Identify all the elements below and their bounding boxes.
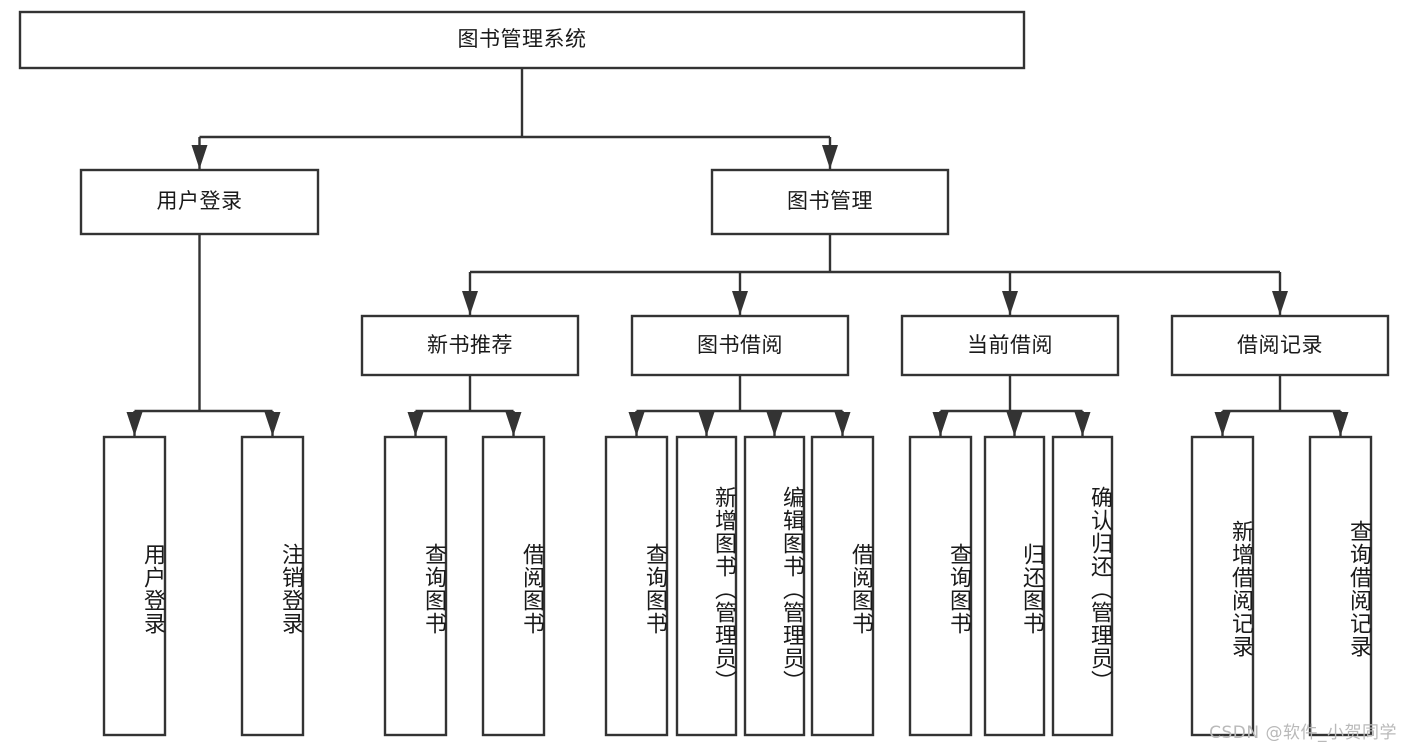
- arrow-head-icon: [1272, 291, 1288, 315]
- arrow-head-icon: [822, 145, 838, 169]
- node-box-leaf-query-record: [1308, 435, 1373, 737]
- arrow-head-icon: [1074, 412, 1091, 436]
- arrow-head-icon: [932, 412, 949, 436]
- node-box-leaf-return-book: [983, 435, 1046, 737]
- arrow-head-icon: [628, 412, 645, 436]
- node-box-leaf-confirm-return: [1051, 435, 1114, 737]
- node-box-leaf-borrow-book-1: [481, 435, 546, 737]
- node-box-user-login: [79, 168, 320, 236]
- node-box-root: [18, 10, 1026, 70]
- node-box-borrow-record: [1170, 314, 1390, 377]
- node-box-leaf-add-book: [675, 435, 738, 737]
- arrow-head-icon: [264, 412, 281, 436]
- arrow-head-icon: [407, 412, 424, 436]
- node-box-leaf-query-book-1: [383, 435, 448, 737]
- arrow-head-icon: [505, 412, 522, 436]
- arrow-head-icon: [834, 412, 851, 436]
- node-box-leaf-user-login: [102, 435, 167, 737]
- node-boxes-group: [18, 10, 1390, 737]
- arrow-head-icon: [1214, 412, 1231, 436]
- arrow-head-icon: [698, 412, 715, 436]
- arrow-head-icon: [766, 412, 783, 436]
- node-box-book-manage: [710, 168, 950, 236]
- watermark-text: CSDN @软件_小贺同学: [1209, 723, 1397, 743]
- node-box-leaf-edit-book: [743, 435, 806, 737]
- node-box-leaf-borrow-book-2: [810, 435, 875, 737]
- node-box-book-borrow: [630, 314, 850, 377]
- node-box-new-book-recommend: [360, 314, 580, 377]
- node-box-leaf-query-book-3: [908, 435, 973, 737]
- arrow-head-icon: [191, 145, 208, 169]
- node-box-leaf-add-record: [1190, 435, 1255, 737]
- node-box-current-borrow: [900, 314, 1120, 377]
- arrow-head-icon: [1332, 412, 1349, 436]
- node-box-leaf-query-book-2: [604, 435, 669, 737]
- arrow-head-icon: [732, 291, 748, 315]
- arrow-head-icon: [1002, 291, 1018, 315]
- arrow-head-icon: [126, 412, 143, 436]
- node-box-leaf-logout: [240, 435, 305, 737]
- arrow-head-icon: [462, 291, 478, 315]
- connectors-group: [126, 68, 1349, 436]
- arrow-head-icon: [1006, 412, 1023, 436]
